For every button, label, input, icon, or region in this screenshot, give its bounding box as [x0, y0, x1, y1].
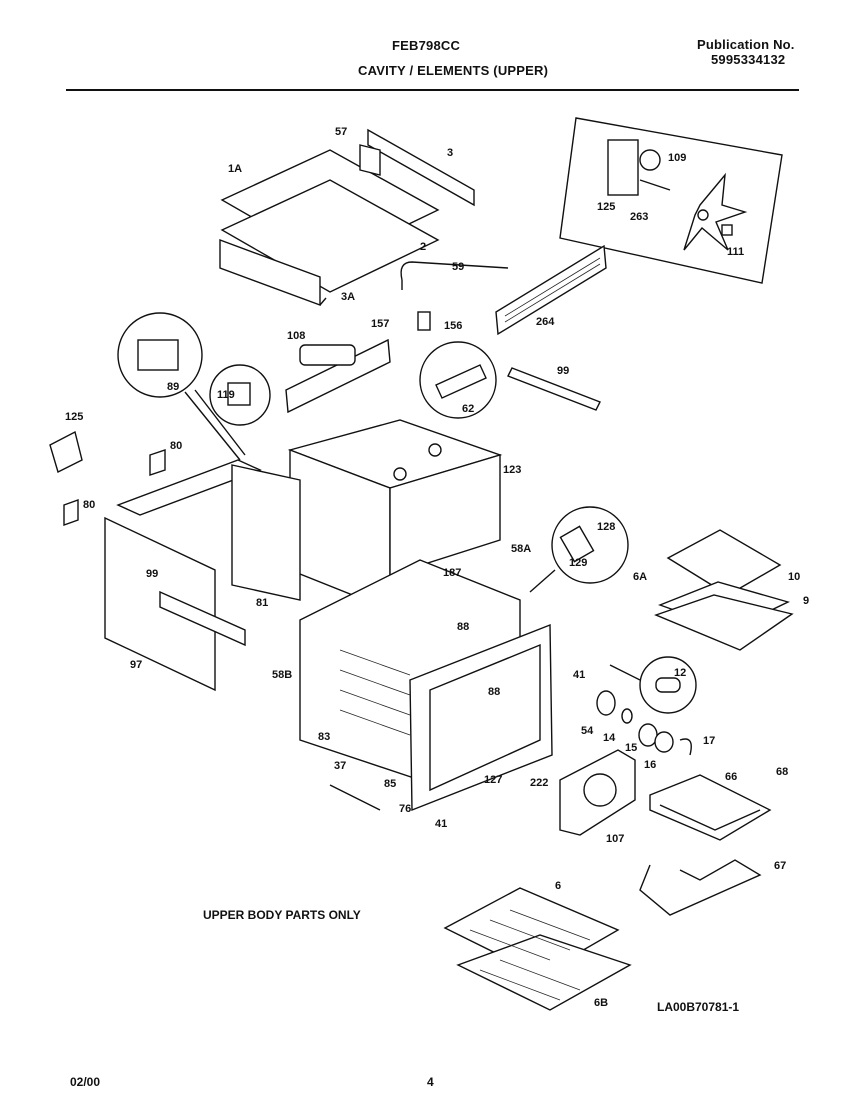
callout: 1A: [228, 163, 242, 175]
callout: 88: [488, 686, 500, 698]
callout: 41: [435, 818, 447, 830]
broiler-pan: [654, 529, 794, 651]
drawing-id: LA00B70781-1: [657, 1000, 740, 1014]
callout: 107: [606, 833, 624, 845]
vent-264: [495, 244, 607, 336]
fan-inset-box: [559, 117, 783, 284]
callout: 264: [536, 316, 555, 328]
callout: 16: [644, 759, 656, 771]
inset-12: [639, 656, 697, 714]
callout: 129: [569, 557, 587, 569]
side-panel-97: [104, 459, 301, 692]
callout: 119: [217, 389, 235, 401]
callout: 14: [603, 732, 616, 744]
inset-129: [551, 506, 629, 584]
inset-89: [117, 312, 203, 398]
rear-bracket-3: [359, 128, 475, 207]
inset-119: [209, 364, 271, 426]
callout: 6B: [594, 997, 608, 1009]
callout: 80: [170, 440, 182, 452]
callout: 10: [788, 571, 800, 583]
publication-label: Publication No.: [697, 37, 795, 52]
callout: 54: [581, 725, 594, 737]
callout: 3A: [341, 291, 355, 303]
callout: 127: [484, 774, 502, 786]
callout: 57: [335, 126, 347, 138]
callout: 109: [668, 152, 686, 164]
inset-62: [419, 341, 497, 419]
callout: 156: [444, 320, 462, 332]
callout: 9: [803, 595, 809, 607]
footer-date: 02/00: [70, 1075, 101, 1089]
callout: 125: [65, 411, 83, 423]
callout: 62: [462, 403, 474, 415]
oven-racks: [443, 887, 632, 1011]
oven-wrapper-123: [287, 419, 503, 612]
model-number: FEB798CC: [392, 38, 461, 53]
callout: 15: [625, 742, 637, 754]
callout: 97: [130, 659, 142, 671]
page-number: 4: [427, 1075, 434, 1089]
callout: 37: [334, 760, 346, 772]
callout: 2: [420, 241, 426, 253]
callout: 67: [774, 860, 786, 872]
callout: 222: [530, 777, 548, 789]
callout: 99: [146, 568, 158, 580]
heating-elements: [639, 774, 772, 916]
callout: 123: [503, 464, 521, 476]
top-panel-assembly: [219, 149, 440, 307]
callout-labels: 57 3 1A 2 109 125 263 111 3A 59 156 264 …: [65, 126, 809, 1009]
callout: 80: [83, 499, 95, 511]
oven-cavity: [299, 559, 553, 812]
callout: 3: [447, 147, 453, 159]
callout: 17: [703, 735, 715, 747]
callout: 85: [384, 778, 396, 790]
callout: 108: [287, 330, 305, 342]
callout: 128: [597, 521, 615, 533]
callout: 88: [457, 621, 469, 633]
callout: 6A: [633, 571, 647, 583]
callout: 59: [452, 261, 464, 273]
callout: 263: [630, 211, 648, 223]
callout: 81: [256, 597, 268, 609]
callout: 41: [573, 669, 585, 681]
fan-cover-107: [559, 749, 636, 836]
publication-number: 5995334132: [711, 52, 786, 67]
callout: 187: [443, 567, 461, 579]
callout: 125: [597, 201, 615, 213]
callout: 99: [557, 365, 569, 377]
callout: 68: [776, 766, 788, 778]
section-title: CAVITY / ELEMENTS (UPPER): [358, 63, 549, 78]
callout: 83: [318, 731, 330, 743]
callout: 12: [674, 667, 686, 679]
upper-body-note: UPPER BODY PARTS ONLY: [203, 908, 361, 922]
callout: 111: [727, 246, 744, 258]
callout: 58A: [511, 543, 531, 555]
callout: 89: [167, 381, 179, 393]
callout: 76: [399, 803, 411, 815]
callout: 6: [555, 880, 561, 892]
header-rule: [66, 89, 799, 91]
callout: 58B: [272, 669, 292, 681]
callout: 66: [725, 771, 737, 783]
callout: 157: [371, 318, 389, 330]
